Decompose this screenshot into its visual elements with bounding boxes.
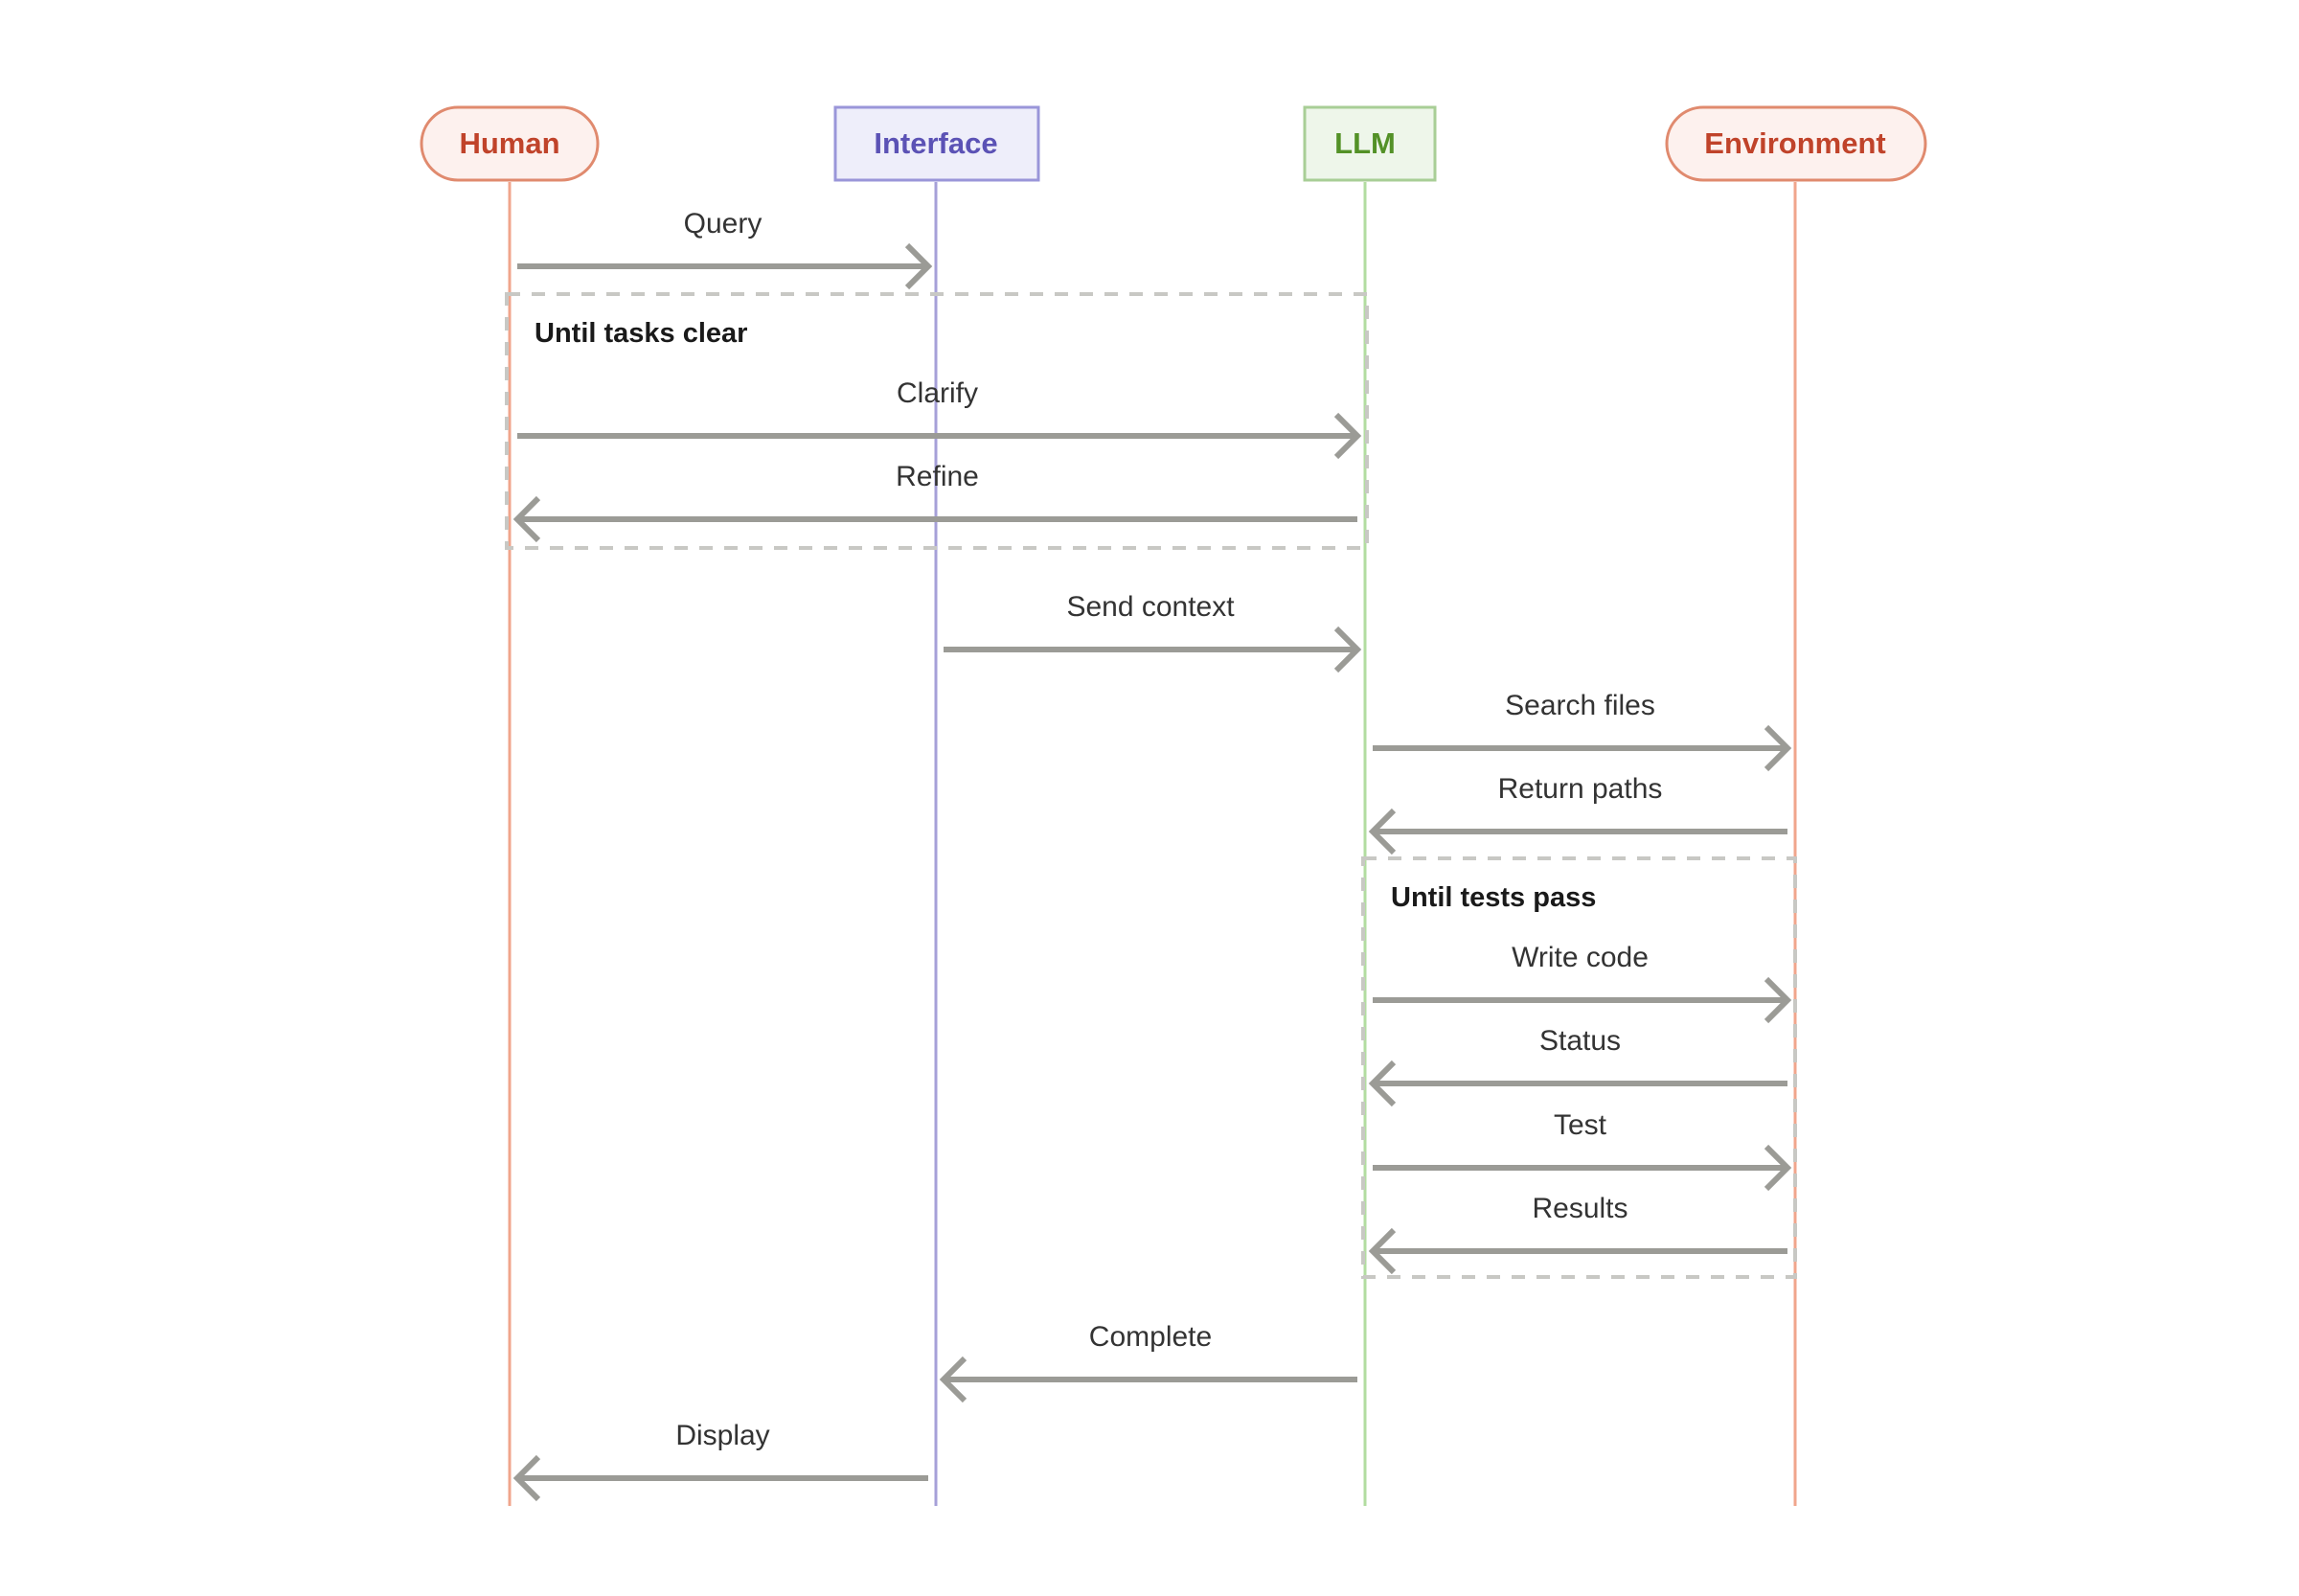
participants-layer: Human Interface LLM Environment: [420, 105, 1927, 182]
message-label-test: Test: [1554, 1109, 1607, 1141]
participant-interface[interactable]: Interface: [833, 105, 1040, 182]
message-label-search-files: Search files: [1505, 690, 1655, 721]
participant-llm[interactable]: LLM: [1303, 105, 1437, 182]
participant-label-llm: LLM: [1334, 126, 1396, 160]
message-label-status: Status: [1539, 1025, 1621, 1057]
loop-title-until-tasks-clear: Until tasks clear: [535, 318, 747, 349]
message-arrowhead-refine: [512, 495, 541, 543]
message-label-refine: Refine: [896, 461, 979, 492]
participant-environment[interactable]: Environment: [1665, 105, 1927, 182]
message-arrowhead-return-paths: [1368, 808, 1397, 855]
message-return-paths: Return paths: [1368, 773, 1787, 855]
participant-label-environment: Environment: [1704, 126, 1885, 160]
message-send-context: Send context: [944, 591, 1362, 673]
message-label-display: Display: [675, 1420, 769, 1451]
participant-box-interface[interactable]: [833, 105, 1040, 182]
message-complete: Complete: [939, 1321, 1357, 1403]
message-search-files: Search files: [1373, 690, 1792, 772]
message-arrowhead-complete: [939, 1356, 967, 1403]
message-arrowhead-test: [1764, 1144, 1792, 1192]
lifelines-layer: [508, 182, 1797, 1506]
message-arrowhead-results: [1368, 1227, 1397, 1275]
message-label-clarify: Clarify: [897, 377, 978, 409]
message-label-write-code: Write code: [1512, 942, 1649, 973]
message-clarify: Clarify: [517, 377, 1362, 460]
message-query: Query: [517, 208, 933, 290]
message-write-code: Write code: [1373, 942, 1792, 1024]
message-label-query: Query: [684, 208, 763, 239]
message-status: Status: [1368, 1025, 1787, 1107]
participant-label-human: Human: [459, 126, 559, 160]
message-arrowhead-search-files: [1764, 724, 1792, 772]
message-label-return-paths: Return paths: [1498, 773, 1663, 805]
message-label-complete: Complete: [1089, 1321, 1212, 1353]
message-test: Test: [1373, 1109, 1792, 1192]
message-label-results: Results: [1532, 1193, 1628, 1224]
loop-title-until-tests-pass: Until tests pass: [1391, 882, 1596, 913]
participant-box-environment[interactable]: [1665, 105, 1927, 182]
message-label-send-context: Send context: [1066, 591, 1235, 623]
message-arrowhead-query: [904, 242, 933, 290]
participant-human[interactable]: Human: [420, 105, 600, 182]
participant-box-llm[interactable]: [1303, 105, 1437, 182]
participant-label-interface: Interface: [874, 126, 997, 160]
message-arrowhead-status: [1368, 1060, 1397, 1107]
message-results: Results: [1368, 1193, 1787, 1275]
message-refine: Refine: [512, 461, 1357, 543]
message-arrowhead-send-context: [1333, 626, 1362, 673]
message-arrowhead-clarify: [1333, 412, 1362, 460]
participant-box-human[interactable]: [420, 105, 600, 182]
loop-frame-until-tasks-clear: [505, 292, 1369, 550]
message-arrowhead-write-code: [1764, 976, 1792, 1024]
message-display: Display: [512, 1420, 928, 1502]
message-arrowhead-display: [512, 1454, 541, 1502]
